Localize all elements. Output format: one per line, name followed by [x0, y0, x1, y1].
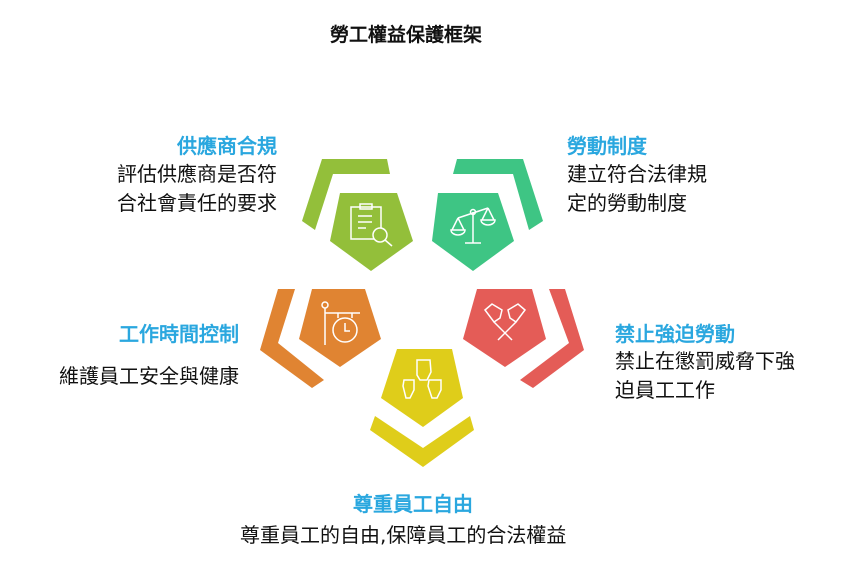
- scales-icon: [450, 207, 496, 244]
- respect-freedom-shape: [370, 349, 474, 467]
- forced-labor-shape: [463, 289, 584, 388]
- supplier-compliance-shape: [302, 159, 413, 271]
- desc-line: 禁止在懲罰威脅下強: [615, 349, 795, 373]
- desc-respect-freedom: 尊重員工的自由,保障員工的合法權益: [240, 523, 567, 547]
- crossed-arms-icon: [483, 303, 527, 341]
- working-hours-shape: [260, 289, 381, 388]
- heading-supplier-compliance: 供應商合規: [177, 134, 277, 158]
- desc-supplier-compliance: 評估供應商是否符合社會責任的要求: [117, 160, 277, 218]
- heading-forced-labor: 禁止強迫勞動: [615, 322, 735, 346]
- desc-line: 定的勞動制度: [567, 191, 687, 215]
- heading-working-hours: 工作時間控制: [119, 322, 239, 346]
- desc-line: 迫員工工作: [615, 378, 715, 402]
- desc-labor-system: 建立符合法律規定的勞動制度: [567, 160, 707, 218]
- heading-respect-freedom: 尊重員工自由: [353, 492, 473, 516]
- desc-forced-labor: 禁止在懲罰威脅下強迫員工工作: [615, 347, 795, 405]
- labor-system-shape: [432, 159, 543, 271]
- desc-working-hours: 維護員工安全與健康: [59, 364, 239, 388]
- desc-line: 評估供應商是否符: [117, 162, 277, 186]
- desc-line: 建立符合法律規: [567, 162, 707, 186]
- heading-labor-system: 勞動制度: [567, 134, 647, 158]
- hanging-clock-icon: [321, 301, 360, 345]
- diagram-title: 勞工權益保護框架: [330, 24, 483, 46]
- clipboard-search-icon: [350, 203, 393, 247]
- desc-line: 合社會責任的要求: [117, 191, 277, 215]
- raised-fists-icon: [402, 359, 442, 399]
